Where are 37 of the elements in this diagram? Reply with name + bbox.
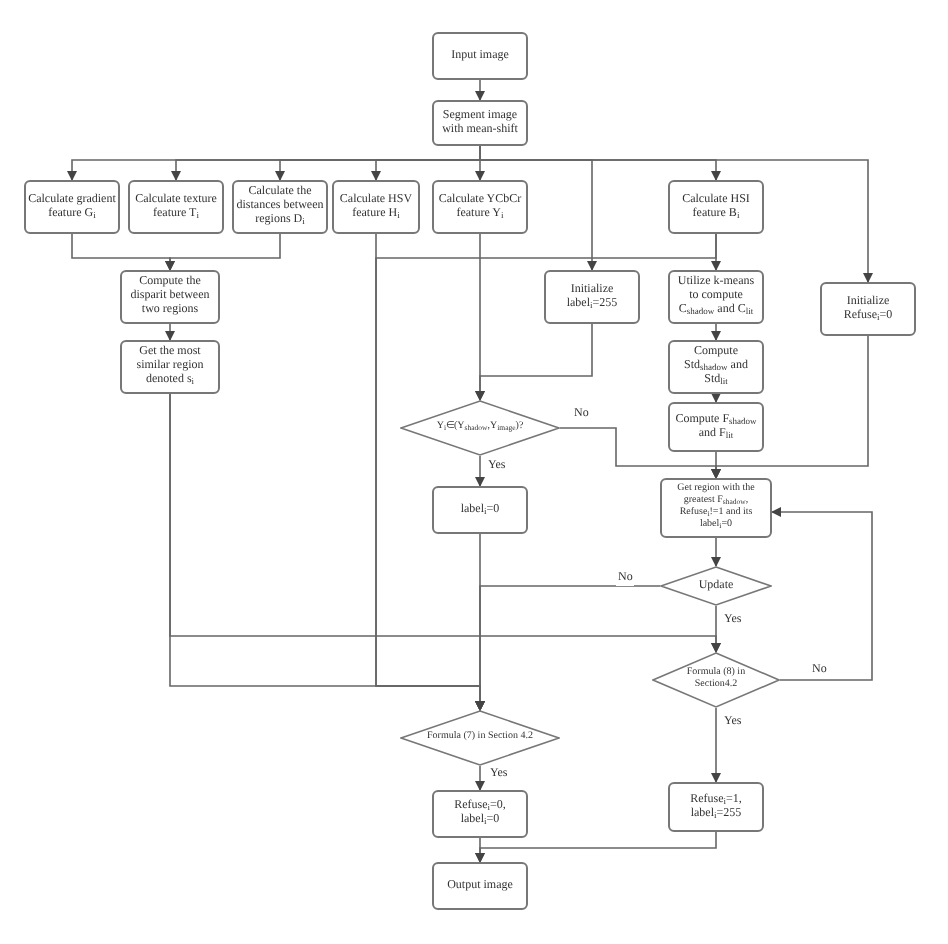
process-box bbox=[668, 340, 764, 394]
process-box bbox=[432, 790, 528, 838]
decision-diamond bbox=[660, 566, 772, 606]
arrow bbox=[475, 323, 593, 401]
process-box bbox=[432, 100, 528, 146]
process-box bbox=[432, 180, 528, 234]
process-box bbox=[660, 478, 772, 538]
process-box bbox=[668, 402, 764, 452]
arrow bbox=[475, 831, 717, 863]
process-box bbox=[820, 282, 916, 336]
arrow bbox=[169, 393, 721, 653]
process-box bbox=[432, 862, 528, 910]
arrow bbox=[711, 707, 721, 783]
arrow bbox=[711, 323, 721, 341]
arrow bbox=[165, 233, 281, 271]
arrow bbox=[771, 507, 873, 681]
arrow bbox=[165, 323, 175, 341]
arrow bbox=[475, 79, 485, 101]
arrow bbox=[711, 537, 721, 567]
decision-diamond bbox=[400, 710, 560, 766]
process-box bbox=[332, 180, 420, 234]
arrow bbox=[711, 335, 869, 479]
arrow bbox=[479, 145, 873, 283]
process-box bbox=[120, 340, 220, 394]
process-box bbox=[668, 782, 764, 832]
process-box bbox=[120, 270, 220, 324]
arrow bbox=[475, 455, 485, 487]
process-box bbox=[544, 270, 640, 324]
decision-diamond bbox=[652, 652, 780, 708]
decision-diamond bbox=[400, 400, 560, 456]
process-box bbox=[668, 180, 764, 234]
process-box bbox=[432, 486, 528, 534]
process-box bbox=[128, 180, 224, 234]
arrow bbox=[475, 765, 485, 791]
process-box bbox=[432, 32, 528, 80]
process-box bbox=[24, 180, 120, 234]
arrow bbox=[711, 393, 721, 403]
